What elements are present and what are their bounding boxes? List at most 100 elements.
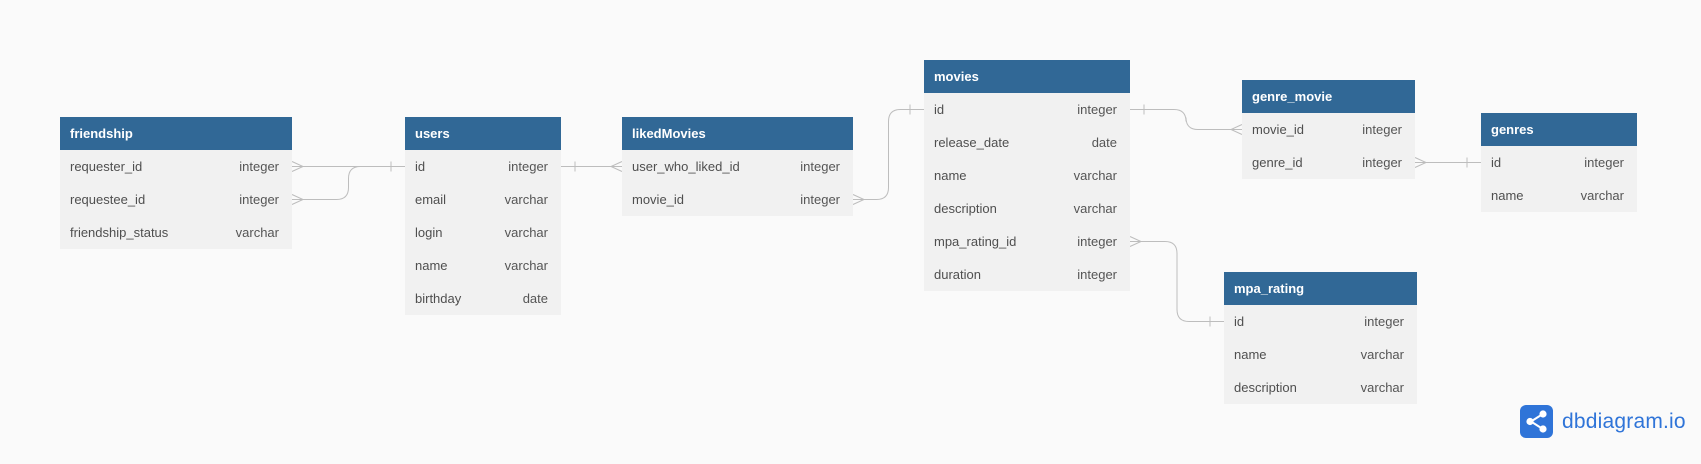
field-name: id	[934, 102, 945, 117]
field-name: id	[415, 159, 426, 174]
field-name: requestee_id	[70, 192, 146, 207]
field-row[interactable]: user_who_liked_id integer	[622, 150, 853, 183]
field-type: integer	[1077, 102, 1117, 117]
field-row[interactable]: name varchar	[405, 249, 561, 282]
field-row[interactable]: name varchar	[924, 159, 1130, 192]
field-type: integer	[800, 192, 840, 207]
field-name: name	[934, 168, 967, 183]
relationship-connector	[852, 104, 924, 205]
brand-name: dbdiagram.io	[1562, 409, 1686, 433]
relationship-connector	[291, 161, 405, 172]
relationship-connector	[291, 161, 405, 205]
field-name: birthday	[415, 291, 462, 306]
many-marker	[1229, 124, 1243, 135]
field-type: integer	[1077, 267, 1117, 282]
field-name: name	[415, 258, 448, 273]
field-name: mpa_rating_id	[934, 234, 1017, 249]
field-name: id	[1234, 314, 1245, 329]
field-type: varchar	[504, 258, 548, 273]
field-type: date	[1091, 135, 1117, 150]
field-row[interactable]: id integer	[1481, 146, 1637, 179]
table-movies[interactable]: movies id integer release_date date name varch…	[924, 60, 1130, 291]
field-type: integer	[1362, 155, 1402, 170]
connector-line	[1130, 241, 1224, 322]
field-row[interactable]: name varchar	[1481, 179, 1637, 212]
table-header[interactable]: likedMovies	[622, 117, 853, 150]
field-type: varchar	[235, 225, 279, 240]
field-name: name	[1491, 188, 1524, 203]
field-row[interactable]: release_date date	[924, 126, 1130, 159]
field-type: varchar	[1360, 347, 1404, 362]
field-type: varchar	[1073, 168, 1117, 183]
field-row[interactable]: genre_id integer	[1242, 146, 1415, 179]
connector-line	[853, 109, 924, 200]
field-type: integer	[1077, 234, 1117, 249]
field-row[interactable]: description varchar	[924, 192, 1130, 225]
field-name: description	[1234, 380, 1297, 395]
field-row[interactable]: id integer	[1224, 305, 1417, 338]
many-marker	[1129, 236, 1143, 247]
field-type: integer	[1584, 155, 1624, 170]
field-type: varchar	[1360, 380, 1404, 395]
field-row[interactable]: name varchar	[1224, 338, 1417, 371]
connector-line	[1130, 109, 1242, 130]
field-type: varchar	[504, 225, 548, 240]
field-row[interactable]: login varchar	[405, 216, 561, 249]
field-name: requester_id	[70, 159, 143, 174]
field-name: release_date	[934, 135, 1010, 150]
relationship-connector	[561, 161, 623, 172]
field-name: genre_id	[1252, 155, 1303, 170]
field-name: user_who_liked_id	[632, 159, 740, 174]
field-row[interactable]: requester_id integer	[60, 150, 292, 183]
field-row[interactable]: description varchar	[1224, 371, 1417, 404]
table-header[interactable]: movies	[924, 60, 1130, 93]
field-type: varchar	[504, 192, 548, 207]
field-type: integer	[239, 159, 279, 174]
field-type: varchar	[1580, 188, 1624, 203]
field-row[interactable]: friendship_status varchar	[60, 216, 292, 249]
field-name: id	[1491, 155, 1502, 170]
field-name: description	[934, 201, 997, 216]
field-type: date	[522, 291, 548, 306]
field-type: varchar	[1073, 201, 1117, 216]
many-marker	[852, 194, 866, 205]
field-row[interactable]: id integer	[405, 150, 561, 183]
field-type: integer	[800, 159, 840, 174]
field-name: movie_id	[1252, 122, 1305, 137]
table-header[interactable]: genres	[1481, 113, 1637, 146]
field-type: integer	[1364, 314, 1404, 329]
relationship-connector	[1130, 104, 1243, 135]
brand-logo[interactable]: dbdiagram.io	[1520, 405, 1686, 438]
table-header[interactable]: genre_movie	[1242, 80, 1415, 113]
field-type: integer	[239, 192, 279, 207]
table-header[interactable]: friendship	[60, 117, 292, 150]
field-row[interactable]: id integer	[924, 93, 1130, 126]
many-marker	[609, 161, 623, 172]
field-row[interactable]: mpa_rating_id integer	[924, 225, 1130, 258]
table-header[interactable]: users	[405, 117, 561, 150]
relationship-connector	[1129, 236, 1224, 327]
table-header[interactable]: mpa_rating	[1224, 272, 1417, 305]
field-name: friendship_status	[70, 225, 169, 240]
field-row[interactable]: birthday date	[405, 282, 561, 315]
many-marker	[291, 161, 305, 172]
field-type: integer	[1362, 122, 1402, 137]
field-row[interactable]: requestee_id integer	[60, 183, 292, 216]
table-genres[interactable]: genres id integer name varchar	[1481, 113, 1637, 212]
relationship-connector	[1414, 157, 1481, 168]
field-name: movie_id	[632, 192, 685, 207]
field-row[interactable]: movie_id integer	[1242, 113, 1415, 146]
many-marker	[291, 194, 305, 205]
field-row[interactable]: movie_id integer	[622, 183, 853, 216]
field-name: login	[415, 225, 443, 240]
field-type: integer	[508, 159, 548, 174]
field-name: name	[1234, 347, 1267, 362]
